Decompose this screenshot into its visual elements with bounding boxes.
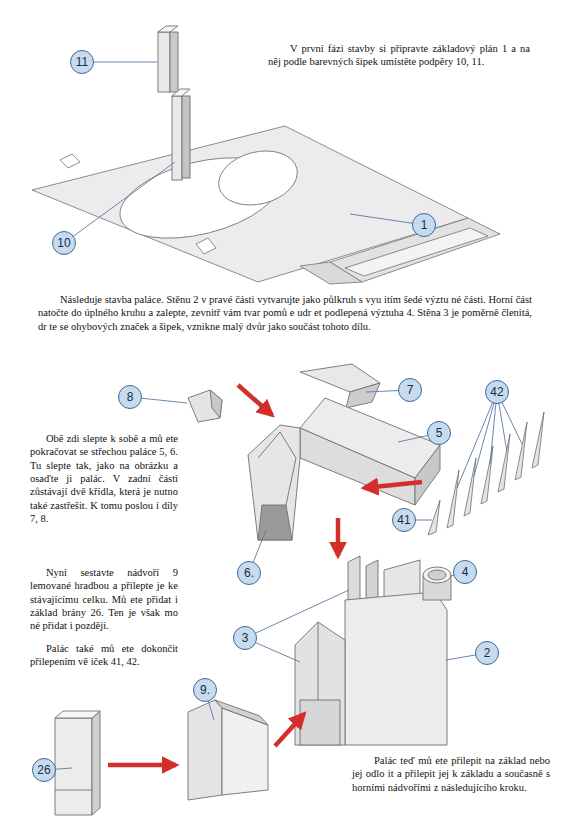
callout-number: 2 (484, 647, 491, 659)
callout-circle: 4 (453, 560, 477, 584)
callout-number: 4 (462, 566, 469, 578)
callout-number: 9. (200, 684, 210, 696)
callout-circle: 9. (193, 678, 217, 702)
support-pillars (158, 26, 190, 180)
callout-circle: 10 (52, 231, 76, 255)
callout-circle: 7 (398, 378, 422, 402)
instruction-text: Palác teď mů ete přilepit na základ nebo… (352, 754, 550, 794)
callout-circle: 2 (475, 641, 499, 665)
callout-circle: 1 (412, 213, 436, 237)
callout-number: 10 (57, 237, 70, 249)
callout-number: 1 (421, 219, 428, 231)
callout-circle: 8 (118, 385, 142, 409)
roof-parts (188, 364, 440, 540)
callout-number: 26 (37, 764, 50, 776)
turrets (428, 412, 544, 535)
callout-number: 42 (490, 386, 503, 398)
instruction-text: Obě zdi slepte k sobě a mů ete pokračova… (30, 432, 178, 525)
courtyard (188, 700, 268, 800)
instruction-text: Následuje stavba paláce. Stěnu 2 v pravé… (38, 293, 532, 333)
callout-number: 6. (244, 567, 254, 579)
callout-number: 3 (242, 632, 249, 644)
callout-circle: 3 (233, 626, 257, 650)
instruction-text: Nyní sestavte nádvoří 9 lemované hradbou… (30, 566, 178, 633)
callout-circle: 11 (70, 50, 94, 74)
callout-number: 5 (436, 427, 443, 439)
callout-number: 7 (407, 384, 414, 396)
callout-number: 11 (76, 56, 88, 68)
callout-circle: 42 (485, 380, 509, 404)
instruction-text: Palác také mů ete dokončit přilepením vě… (30, 642, 178, 669)
callout-number: 8 (127, 391, 134, 403)
callout-circle: 5 (427, 421, 451, 445)
instruction-text: V první fázi stavby si připravte základo… (268, 42, 530, 69)
palace-walls (295, 556, 451, 745)
callout-circle: 6. (237, 561, 261, 585)
gate-base (55, 711, 100, 815)
callout-circle: 26 (32, 758, 56, 782)
callout-number: 41 (397, 514, 410, 526)
callout-circle: 41 (392, 508, 416, 532)
base-plate (32, 126, 500, 284)
